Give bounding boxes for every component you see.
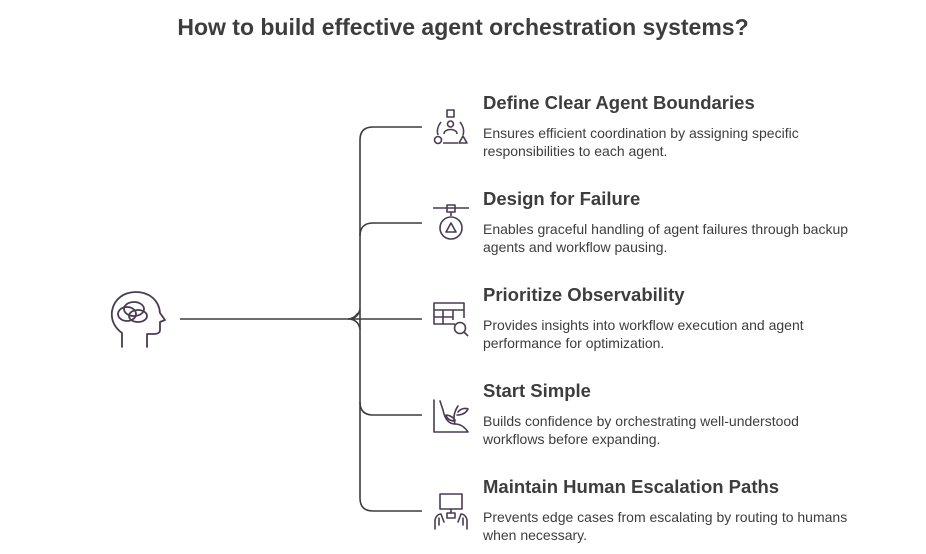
item-description: Builds confidence by orchestrating well-… [483, 413, 799, 447]
item-human-escalation: Maintain Human Escalation Paths Prevents… [483, 476, 913, 544]
stem-join [347, 308, 361, 330]
branch-4 [359, 401, 422, 416]
item-title: Define Clear Agent Boundaries [483, 92, 755, 113]
item-design-failure: Design for Failure Enables graceful hand… [483, 188, 913, 256]
sprout-icon [433, 399, 469, 433]
table-search-icon [433, 302, 469, 337]
page-title: How to build effective agent orchestrati… [177, 14, 749, 40]
stem-line [180, 312, 359, 320]
item-start-simple: Start Simple Builds confidence by orches… [483, 380, 913, 448]
item-title: Design for Failure [483, 188, 641, 209]
item-title: Prioritize Observability [483, 284, 685, 305]
item-title: Start Simple [483, 380, 591, 401]
branch-spine [359, 126, 422, 512]
item-description: Prevents edge cases from escalating by r… [483, 509, 848, 543]
brain-head-icon [110, 291, 166, 348]
failure-warning-icon [433, 204, 469, 240]
item-title: Maintain Human Escalation Paths [483, 476, 780, 497]
branch-2 [359, 222, 422, 237]
item-description: Ensures efficient coordination by assign… [483, 125, 799, 159]
item-observability: Prioritize Observability Provides insigh… [483, 284, 913, 352]
human-computer-icon [434, 493, 468, 530]
item-description: Enables graceful handling of agent failu… [483, 221, 849, 255]
item-description: Provides insights into workflow executio… [483, 317, 804, 351]
roles-hierarchy-icon [433, 109, 468, 145]
item-define-boundaries: Define Clear Agent Boundaries Ensures ef… [483, 92, 913, 160]
